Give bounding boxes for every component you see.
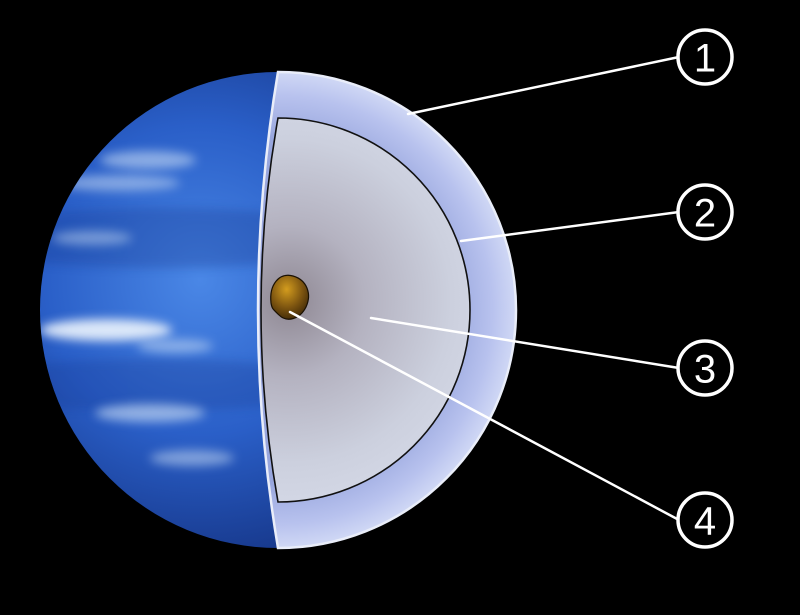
leader-line-4	[288, 310, 681, 522]
label-number-1: 1	[694, 36, 716, 80]
leader-line-1	[406, 55, 681, 116]
cloud-streak	[40, 319, 172, 341]
label-2: 2	[459, 183, 734, 243]
label-number-4: 4	[694, 499, 716, 543]
label-circle-1	[676, 28, 734, 86]
cloud-streak	[52, 231, 132, 245]
label-3: 3	[369, 316, 734, 397]
leader-line-3	[369, 316, 681, 370]
label-number-2: 2	[694, 191, 716, 235]
labels: 1 2 3 4	[288, 28, 734, 549]
label-1: 1	[406, 28, 734, 116]
cloud-streak	[100, 151, 196, 169]
core	[270, 274, 310, 320]
cloud-streak	[137, 339, 213, 353]
label-4: 4	[288, 310, 734, 549]
cloud-streak	[56, 175, 180, 191]
cloud-streak	[150, 450, 234, 466]
cloud-streak	[95, 404, 205, 422]
planet	[40, 70, 518, 550]
leader-line-2	[459, 210, 681, 243]
cutaway-mantle-layer	[260, 117, 471, 503]
label-circle-3	[676, 339, 734, 397]
label-number-3: 3	[694, 347, 716, 391]
label-circle-2	[676, 183, 734, 241]
label-circle-4	[676, 491, 734, 549]
